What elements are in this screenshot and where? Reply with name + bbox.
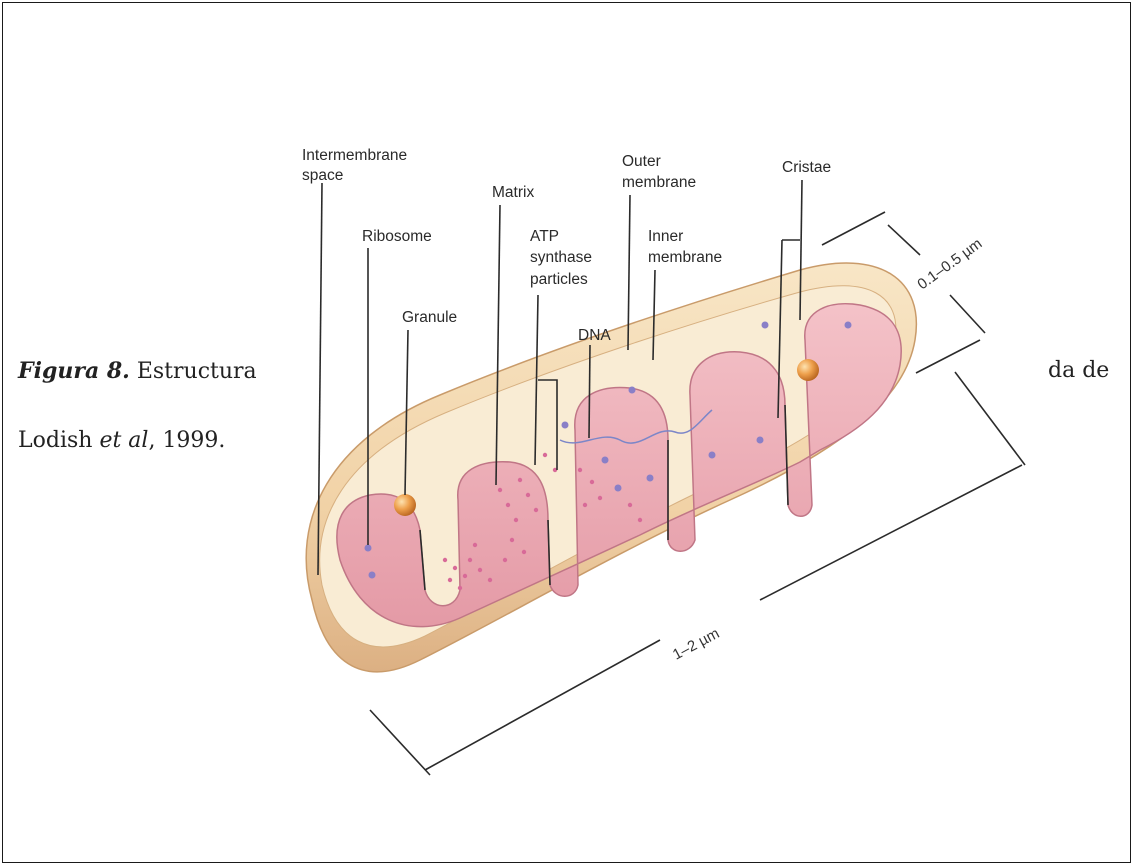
- label-matrix: Matrix: [492, 184, 534, 201]
- label-cristae: Cristae: [782, 159, 831, 176]
- label-dna: DNA: [578, 327, 611, 344]
- label-outer-membrane-2: membrane: [622, 174, 696, 191]
- label-granule: Granule: [402, 309, 457, 326]
- label-atp-3: particles: [530, 271, 588, 288]
- label-inner-membrane-2: membrane: [648, 249, 722, 266]
- label-atp-2: synthase: [530, 249, 592, 266]
- label-inner-membrane-1: Inner: [648, 228, 683, 245]
- label-outer-membrane-1: Outer: [622, 153, 661, 170]
- granule-left: [394, 494, 416, 516]
- granule-right: [797, 359, 819, 381]
- width-dimension-label: 0.1–0.5 µm: [914, 235, 985, 293]
- label-ribosome: Ribosome: [362, 228, 432, 245]
- label-intermembrane-space-1: Intermembrane: [302, 147, 407, 164]
- label-atp-1: ATP: [530, 228, 559, 245]
- label-intermembrane-space-2: space: [302, 167, 343, 184]
- length-dimension-label: 1–2 µm: [670, 625, 722, 664]
